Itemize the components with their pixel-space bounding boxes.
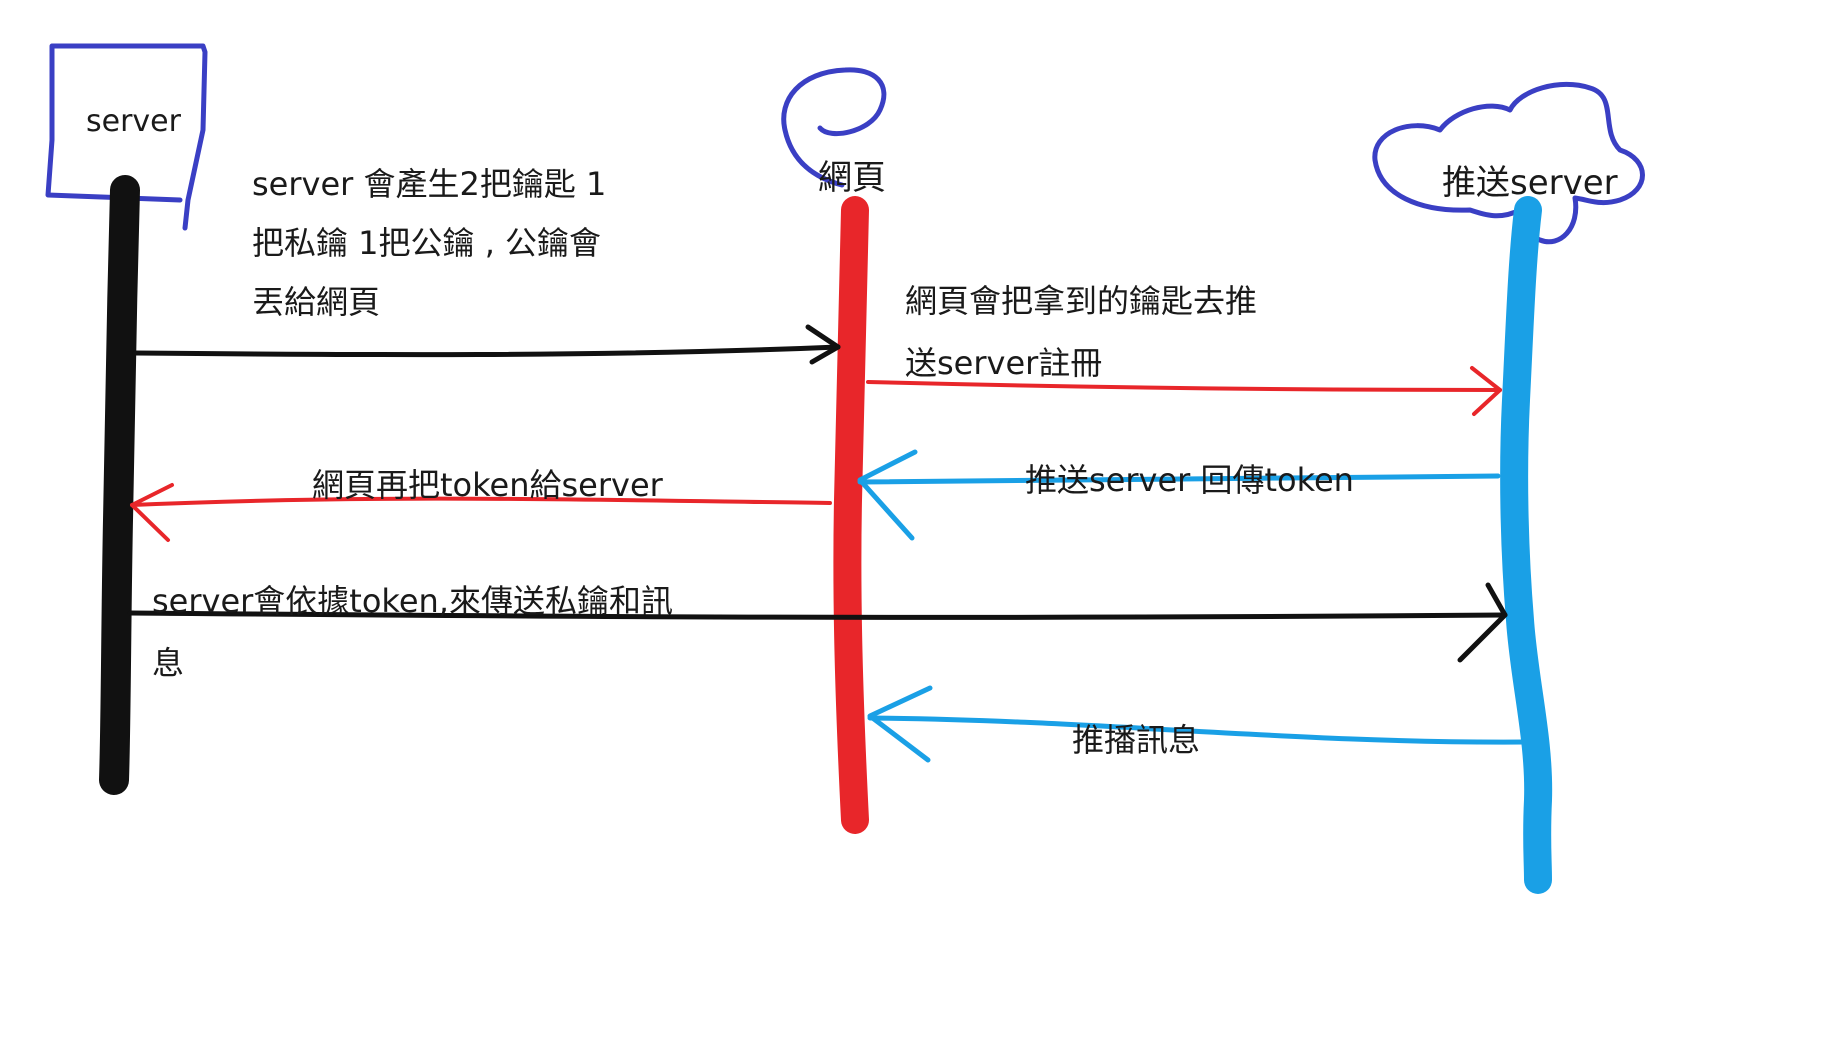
webpage-participant-label: 網頁 xyxy=(818,158,886,198)
note-server-sends-message-line-1: server會依據token,來傳送私鑰和訊 xyxy=(152,582,673,620)
note-webpage-register-line-2: 送server註冊 xyxy=(905,344,1103,382)
note-push-returns-token: 推送server 回傳token xyxy=(1025,461,1354,499)
push-server-participant-label: 推送server xyxy=(1442,163,1618,203)
push-server-participant-cloud xyxy=(1372,82,1645,245)
note-webpage-register-line-1: 網頁會把拿到的鑰匙去推 xyxy=(905,282,1258,320)
webpage-participant-swirl xyxy=(781,67,887,188)
note-server-sends-message-line-2: 息 xyxy=(152,644,185,682)
note-push-message: 推播訊息 xyxy=(1072,721,1201,759)
note-key-generation: server 會產生2把鑰匙 1 把私鑰 1把公鑰 , 公鑰會 丟給網頁 xyxy=(252,155,606,332)
webpage-lifeline xyxy=(833,196,869,834)
note-key-generation-line-1: server 會產生2把鑰匙 1 xyxy=(252,165,607,203)
note-webpage-register: 網頁會把拿到的鑰匙去推 送server註冊 xyxy=(905,270,1257,394)
arrow-webpage-to-push-server xyxy=(866,366,1502,416)
arrow-push-server-to-webpage-push xyxy=(867,685,1533,763)
note-server-sends-message: server會依據token,來傳送私鑰和訊 息 xyxy=(152,570,673,694)
note-key-generation-line-2: 把私鑰 1把公鑰 , 公鑰會 xyxy=(252,224,602,262)
note-webpage-sends-token: 網頁再把token給server xyxy=(312,466,663,504)
note-key-generation-line-3: 丟給網頁 xyxy=(252,283,381,321)
arrow-webpage-to-server-token xyxy=(130,483,832,542)
server-participant-label: server xyxy=(86,104,181,139)
arrow-server-to-push-server-message xyxy=(127,582,1508,663)
server-lifeline xyxy=(99,175,140,795)
arrow-server-to-webpage xyxy=(132,324,841,365)
push-server-lifeline xyxy=(1500,196,1553,894)
arrow-push-server-to-webpage-token xyxy=(857,449,1501,541)
